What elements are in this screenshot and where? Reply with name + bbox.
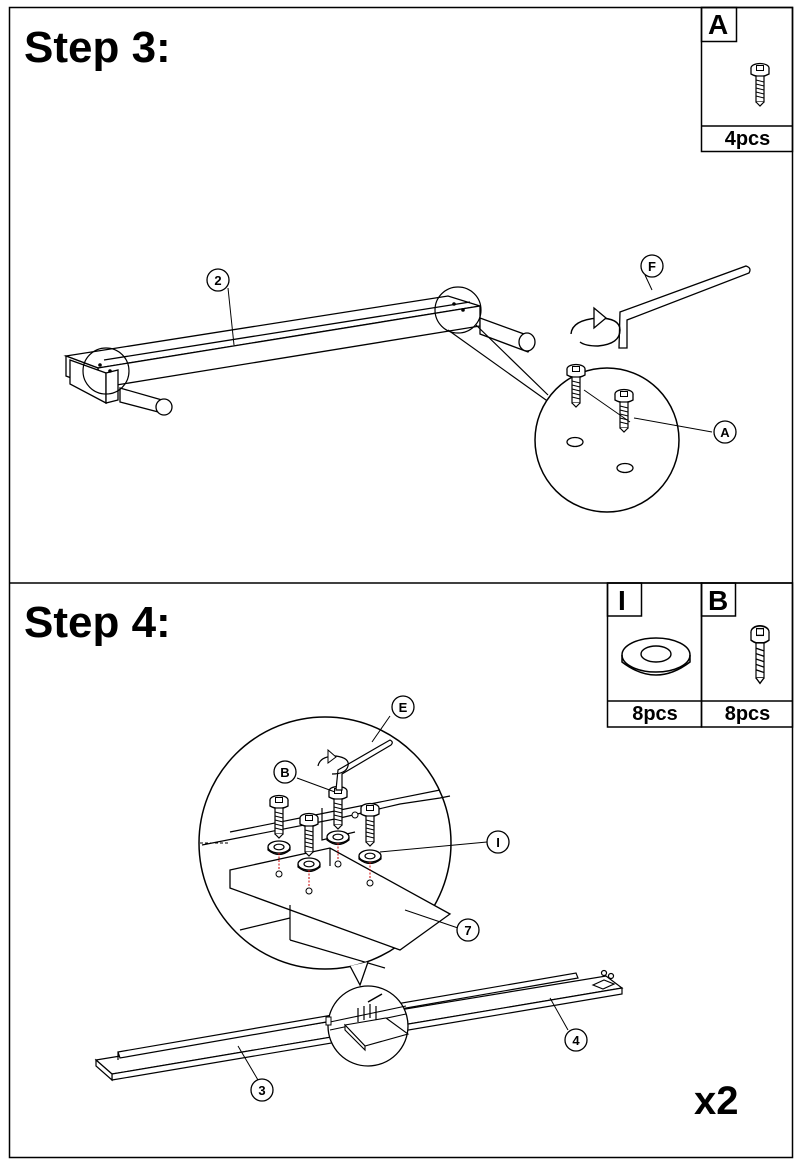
svg-text:F: F bbox=[648, 259, 656, 274]
part-b-label: B bbox=[708, 585, 729, 616]
screw-icon bbox=[750, 62, 770, 107]
callout-wrench-f: F bbox=[640, 254, 664, 278]
part-i-quantity: 8pcs bbox=[632, 703, 678, 725]
callout-bracket-7: 7 bbox=[456, 918, 480, 942]
allen-key-f bbox=[570, 265, 751, 349]
detail-circle-left bbox=[82, 347, 130, 395]
washer-icon bbox=[358, 849, 382, 865]
step-4-title: Step 4: bbox=[24, 598, 171, 647]
step-3-title: Step 3: bbox=[24, 23, 171, 72]
svg-text:I: I bbox=[496, 835, 500, 850]
svg-text:B: B bbox=[280, 765, 289, 780]
callout-wrench-e: E bbox=[391, 695, 415, 719]
part-box-i bbox=[606, 582, 703, 728]
svg-text:A: A bbox=[720, 425, 730, 440]
rail-part-2 bbox=[63, 295, 536, 416]
zoom-circle-step4 bbox=[198, 715, 488, 970]
part-box-a bbox=[700, 6, 794, 153]
part-box-b bbox=[700, 582, 794, 728]
callout-rail-3: 3 bbox=[237, 1045, 274, 1102]
svg-text:2: 2 bbox=[214, 273, 221, 288]
washer-icon bbox=[267, 840, 291, 856]
washer-icon bbox=[297, 857, 321, 873]
quantity-multiplier: x2 bbox=[694, 1079, 739, 1123]
callout-rail-2: 2 bbox=[206, 268, 235, 346]
zoom-circle-step3 bbox=[534, 363, 713, 513]
callout-screw-a: A bbox=[713, 420, 737, 444]
part-a-quantity: 4pcs bbox=[724, 128, 771, 150]
svg-text:4: 4 bbox=[572, 1033, 580, 1048]
washer-icon bbox=[621, 637, 691, 676]
part-a-label: A bbox=[708, 9, 729, 40]
svg-text:E: E bbox=[399, 700, 408, 715]
part-b-quantity: 8pcs bbox=[724, 703, 771, 725]
detail-circle-step4 bbox=[325, 985, 410, 1067]
washer-icon bbox=[326, 830, 350, 846]
part-i-label: I bbox=[618, 585, 626, 616]
svg-text:7: 7 bbox=[464, 923, 471, 938]
callout-rail-4: 4 bbox=[549, 997, 588, 1052]
screw-icon bbox=[750, 625, 770, 685]
callout-screw-b: B bbox=[273, 760, 297, 784]
svg-text:3: 3 bbox=[258, 1083, 265, 1098]
callout-washer-i: I bbox=[486, 830, 510, 854]
detail-circle-right bbox=[434, 286, 482, 334]
